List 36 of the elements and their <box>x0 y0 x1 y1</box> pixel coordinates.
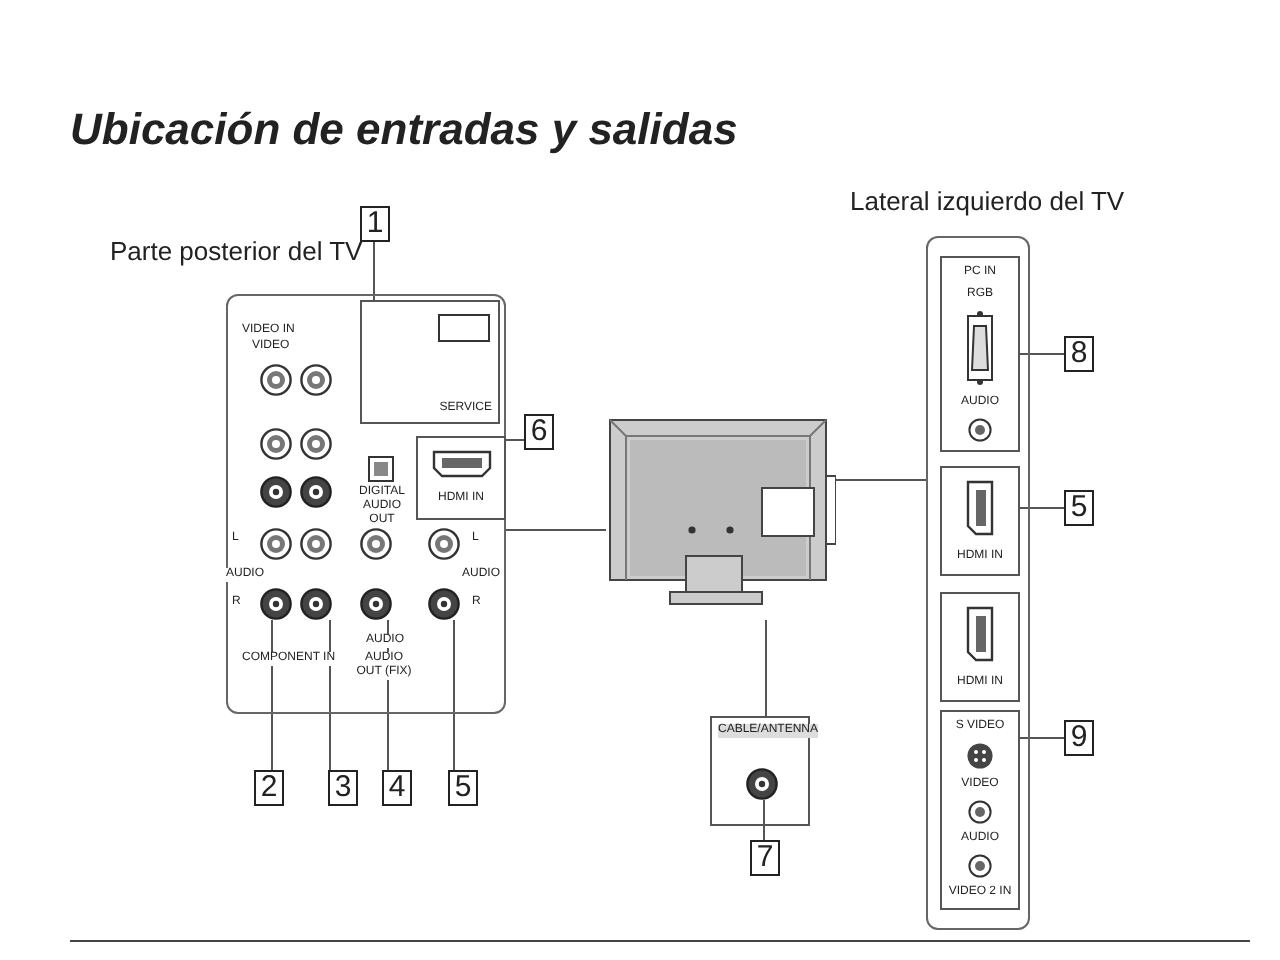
leader-line <box>1019 737 1065 739</box>
leader-line <box>373 241 375 301</box>
port-panel <box>416 436 506 520</box>
callout-number: 7 <box>750 840 780 876</box>
callout-number: 4 <box>382 770 412 806</box>
jack-icon <box>300 588 332 620</box>
port-panel <box>940 256 1020 452</box>
leader-line <box>271 619 273 771</box>
leader-line <box>1019 353 1065 355</box>
leader-line <box>505 439 525 441</box>
jack-icon <box>360 588 392 620</box>
leader-line <box>763 799 765 841</box>
panel-heading: Parte posterior del TV <box>110 236 363 266</box>
connector-line <box>505 529 607 531</box>
connector-line <box>765 619 767 717</box>
port-panel <box>940 592 1020 702</box>
port-panel <box>940 710 1020 910</box>
leader-line <box>329 619 331 771</box>
page-title: Ubicación de entradas y salidas <box>70 104 738 156</box>
port-panel <box>940 466 1020 576</box>
leader-line <box>453 619 455 771</box>
leader-line <box>1019 507 1065 509</box>
callout-number: 5 <box>448 770 478 806</box>
callout-number: 5 <box>1064 490 1094 526</box>
callout-number: 9 <box>1064 720 1094 756</box>
service-panel <box>360 300 500 424</box>
callout-number: 2 <box>254 770 284 806</box>
jack-icon <box>428 588 460 620</box>
callout-number: 8 <box>1064 336 1094 372</box>
panel-heading: Lateral izquierdo del TV <box>850 186 1125 216</box>
callout-number: 6 <box>524 414 554 450</box>
jack-icon <box>746 768 778 800</box>
connector-line <box>835 479 927 481</box>
callout-number: 3 <box>328 770 358 806</box>
jack-icon <box>260 588 292 620</box>
callout-number: 1 <box>360 206 390 242</box>
